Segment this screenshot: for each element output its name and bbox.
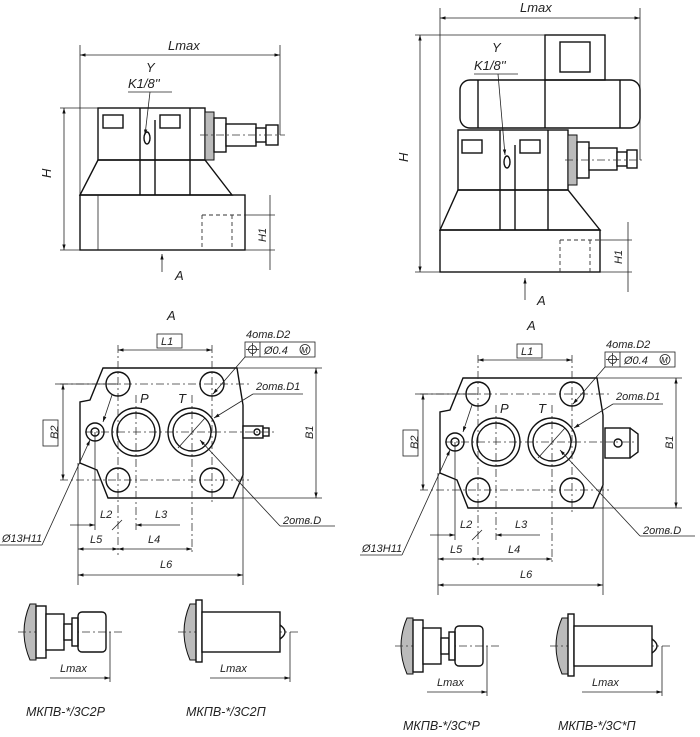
variant-1: Lmax МКПВ-*/3С2Р [18, 603, 123, 719]
l5-label: L5 [450, 544, 463, 556]
pin-hole-label: Ø13H11 [361, 543, 402, 555]
mounting-hole [199, 371, 225, 397]
h-label: H [396, 152, 411, 162]
holes-d-label: 2отв.D [642, 525, 681, 537]
l1-label: L1 [161, 336, 173, 348]
b2-label: B2 [409, 436, 421, 449]
l1-label: L1 [521, 346, 533, 358]
variant-label: МКПВ-*/3С2Р [26, 705, 106, 719]
port-y-label: Y [146, 60, 156, 75]
mounting-hole [105, 467, 131, 493]
plan-view-left: P T A L1 4отв.D2 Ø0.4 M 2отв.D1 2отв.D Ø… [0, 308, 335, 585]
locating-pin-hole [445, 432, 465, 452]
mounting-hole [465, 477, 491, 503]
locating-pin-hole [85, 422, 105, 442]
view-a-title: A [526, 318, 536, 333]
holes-d1-label: 2отв.D1 [615, 391, 660, 403]
lmax-label: Lmax [168, 38, 200, 53]
l6-label: L6 [520, 569, 533, 581]
mounting-hole [199, 467, 225, 493]
l3-label: L3 [155, 509, 168, 521]
l2-label: L2 [100, 509, 112, 521]
position-tolerance-frame [244, 341, 316, 358]
lmax-label: Lmax [220, 663, 247, 675]
h1-label: H1 [257, 228, 269, 242]
port-t-label: T [178, 391, 187, 406]
lmax-label: Lmax [592, 677, 619, 689]
variant-label: МКПВ-*/3С*Р [403, 719, 481, 733]
elevation-view-right: Lmax Y K1/8'' H [396, 0, 645, 308]
port-t-label: T [538, 401, 547, 416]
b1-label: B1 [304, 426, 316, 439]
variant-label: МКПВ-*/3С2П [186, 705, 267, 719]
l4-label: L4 [148, 534, 160, 546]
position-tolerance-frame [604, 351, 676, 368]
thread-label: K1/8'' [474, 58, 506, 73]
elevation-view-left: Lmax Y K1/8'' H H1 A [39, 38, 285, 283]
b1-label: B1 [664, 436, 676, 449]
holes-d2-label: 4отв.D2 [606, 339, 650, 351]
variant-2: Lmax МКПВ-*/3С2П [178, 599, 298, 719]
tolerance-modifier: M [301, 346, 308, 355]
view-a-label: A [174, 268, 184, 283]
variant-3: Lmax МКПВ-*/3С*Р [395, 617, 500, 733]
tolerance-modifier: M [661, 356, 668, 365]
variant-4: Lmax МКПВ-*/3С*П [550, 613, 670, 733]
tolerance-value: Ø0.4 [263, 345, 288, 357]
lmax-label: Lmax [60, 663, 87, 675]
l2-label: L2 [460, 519, 472, 531]
port-p-label: P [500, 401, 509, 416]
tolerance-value: Ø0.4 [623, 355, 648, 367]
port-t [167, 407, 217, 457]
port-t [527, 417, 577, 467]
thread-label: K1/8'' [128, 76, 160, 91]
h1-label: H1 [613, 250, 625, 264]
h-label: H [39, 168, 54, 178]
view-a-label: A [536, 293, 546, 308]
l3-label: L3 [515, 519, 528, 531]
plan-view-right: P T A L1 4отв.D2 Ø0.4 M 2отв.D1 2отв.D Ø… [360, 318, 695, 595]
mounting-hole [559, 381, 585, 407]
port-p-label: P [140, 391, 149, 406]
l4-label: L4 [508, 544, 520, 556]
holes-d2-label: 4отв.D2 [246, 329, 290, 341]
holes-d-label: 2отв.D [282, 515, 321, 527]
port-p [471, 417, 521, 467]
holes-d1-label: 2отв.D1 [255, 381, 300, 393]
lmax-label: Lmax [437, 677, 464, 689]
port-p [111, 407, 161, 457]
port-y-label: Y [492, 40, 502, 55]
pin-hole-label: Ø13H11 [1, 533, 42, 545]
l6-label: L6 [160, 559, 173, 571]
lmax-label: Lmax [520, 0, 552, 15]
variant-views: Lmax МКПВ-*/3С2Р Lmax МКПВ-*/3С2П Lmax М… [18, 599, 670, 733]
l5-label: L5 [90, 534, 103, 546]
b2-label: B2 [49, 426, 61, 439]
mounting-hole [559, 477, 585, 503]
variant-label: МКПВ-*/3С*П [558, 719, 637, 733]
view-a-title: A [166, 308, 176, 323]
